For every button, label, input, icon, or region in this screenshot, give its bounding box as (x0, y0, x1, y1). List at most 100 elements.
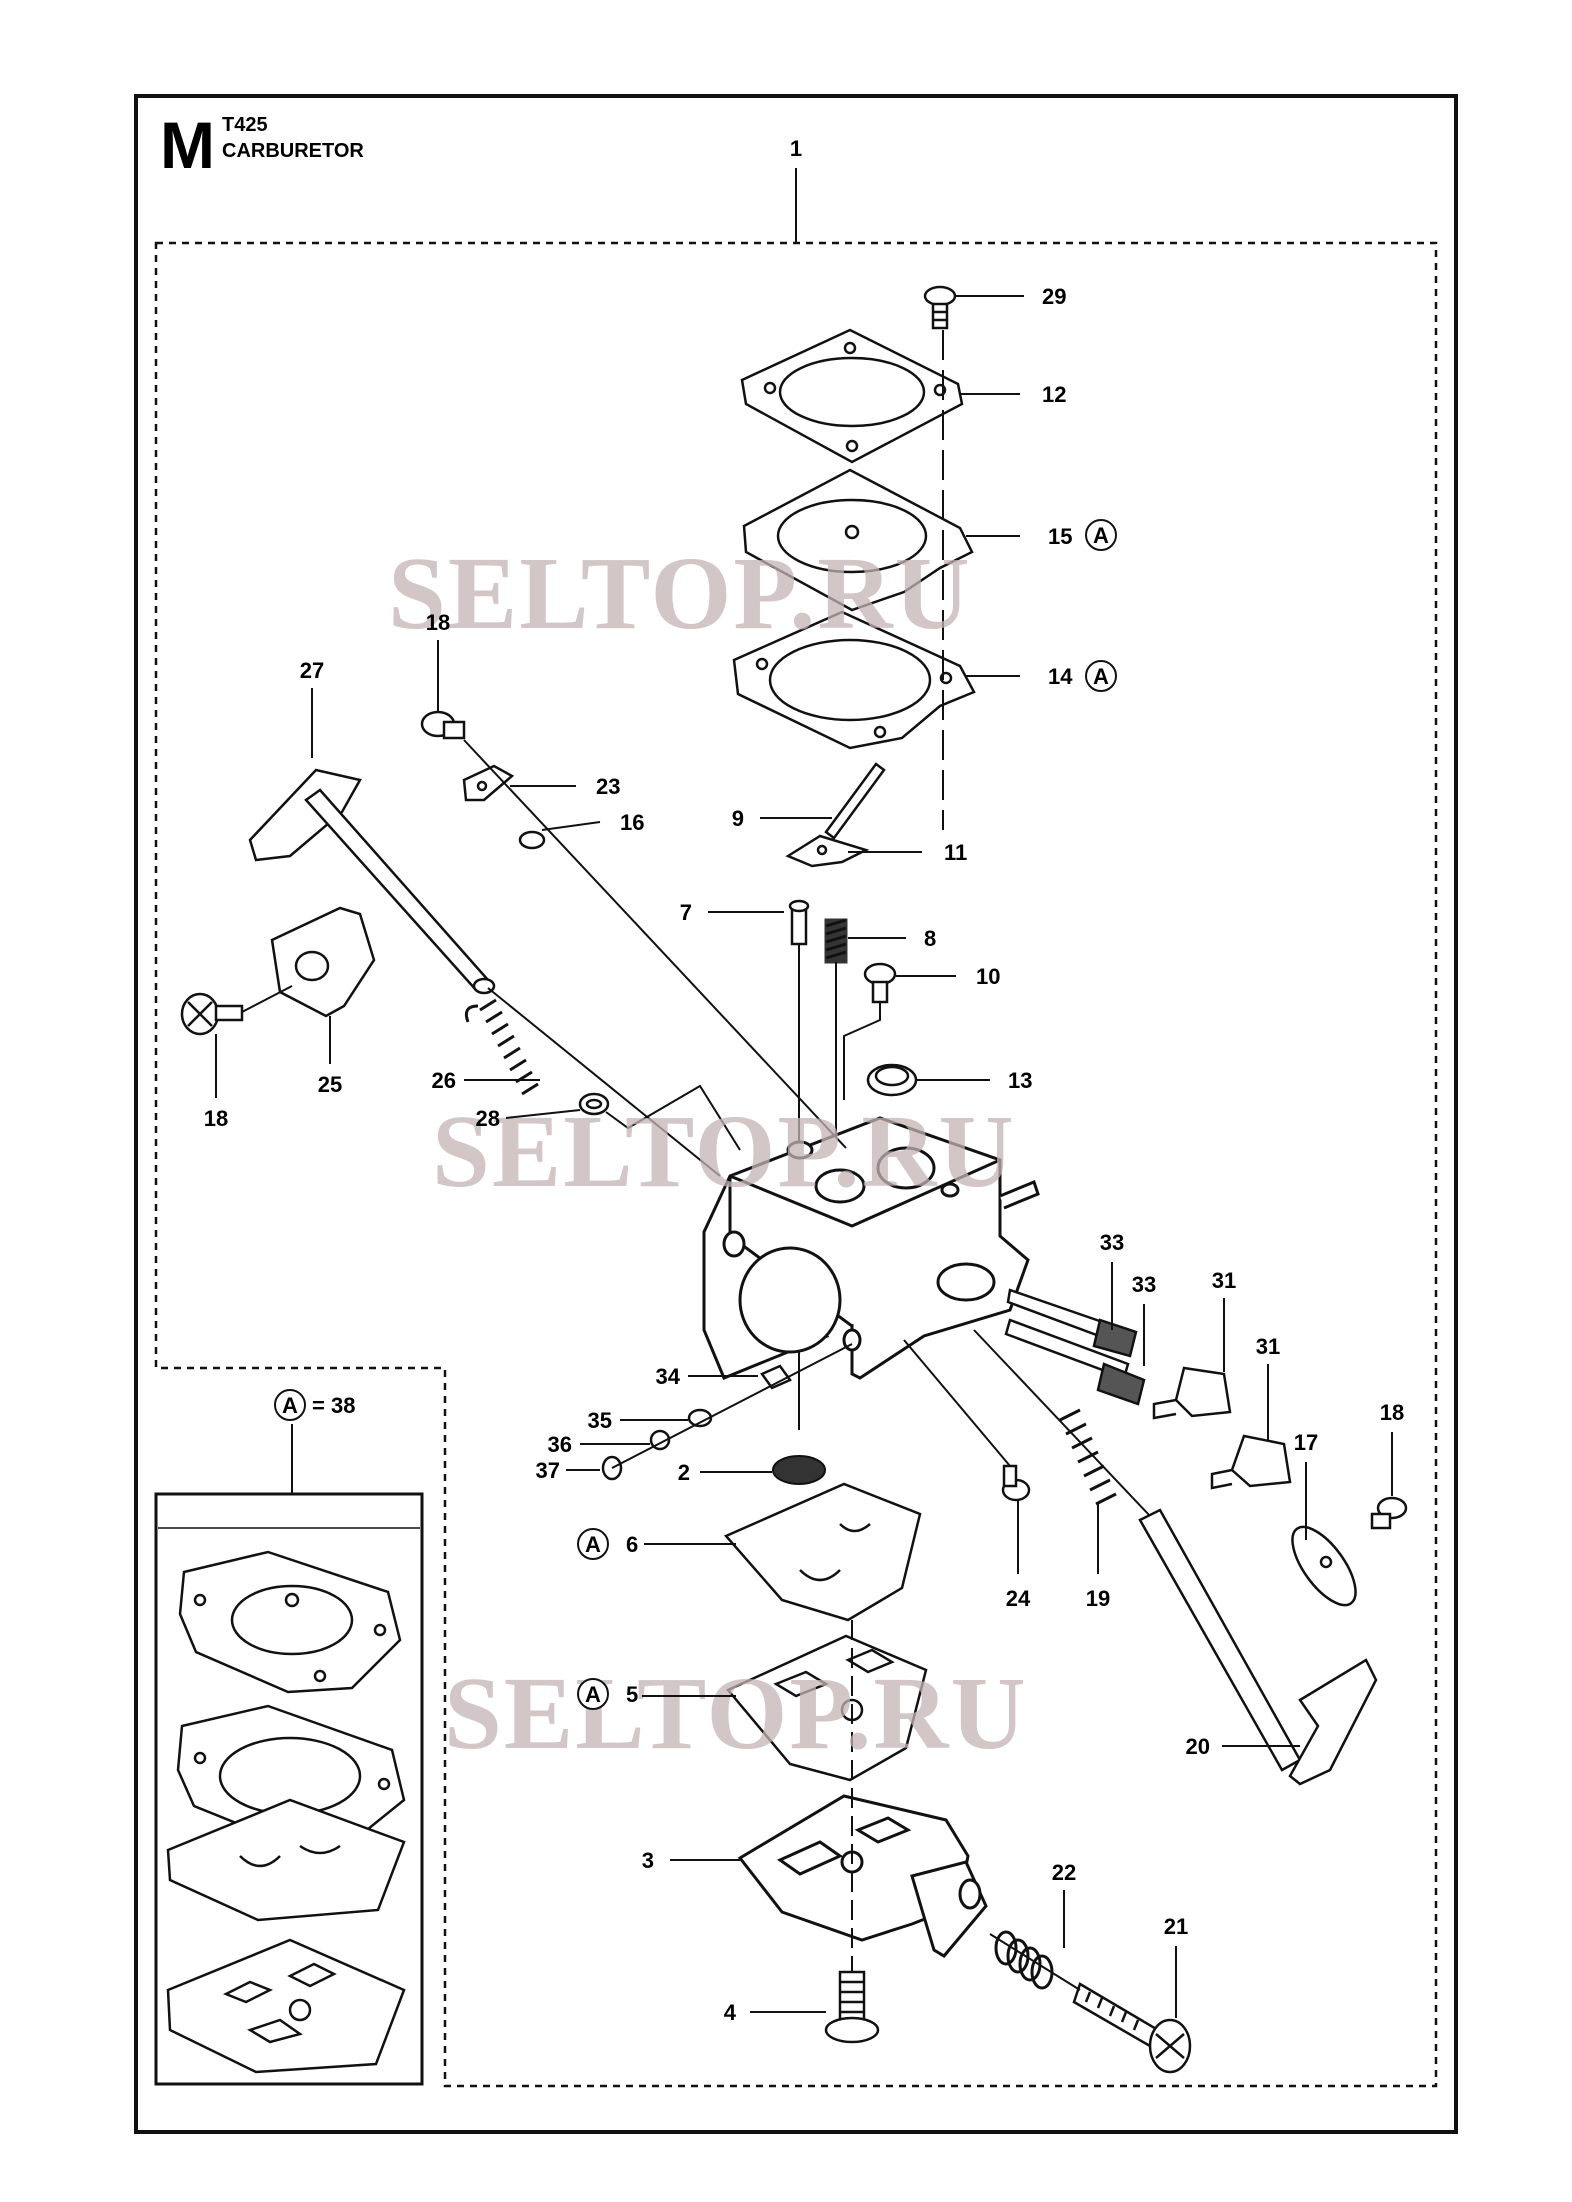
kit-markers (577, 519, 1117, 1710)
page-frame (134, 94, 1458, 2134)
callout-4: 4 (724, 2000, 737, 2025)
callout-28: 28 (476, 1106, 500, 1131)
callout-26: 26 (432, 1068, 456, 1093)
axis-top-screw (463, 739, 847, 1149)
callout-13: 13 (1008, 1068, 1032, 1093)
callout-10: 10 (976, 964, 1000, 989)
part-cover-12 (740, 328, 964, 464)
part-lever-11 (785, 834, 870, 868)
part-throttle-shaft-27 (248, 768, 496, 995)
part-screw-4 (824, 1970, 880, 2044)
part-washer-28 (578, 1092, 610, 1116)
callout-25: 25 (318, 1072, 342, 1097)
callout-12: 12 (1042, 382, 1066, 407)
callout-35: 35 (588, 1408, 612, 1433)
axis-screw-24 (903, 1339, 1011, 1467)
part-needle-33-upper (1006, 1288, 1138, 1358)
callout-19: 19 (1086, 1586, 1110, 1611)
callout-23: 23 (596, 774, 620, 799)
kit-symbol-circle (274, 1389, 306, 1421)
callout-6: 6 (626, 1532, 638, 1557)
part-washer-23 (462, 764, 515, 802)
callout-33-upper: 33 (1100, 1230, 1124, 1255)
leader-lines (215, 295, 1393, 2018)
part-needle-9 (824, 762, 886, 840)
callout-22: 22 (1052, 1860, 1076, 1885)
part-screw-10 (863, 962, 897, 1004)
part-pump-body-3 (737, 1794, 988, 1958)
axis-screw-21 (989, 1933, 1081, 1991)
callout-20: 20 (1186, 1734, 1210, 1759)
part-spring-34 (760, 1364, 792, 1390)
callout-7: 7 (680, 900, 692, 925)
callout-5: 5 (626, 1682, 638, 1707)
callout-3: 3 (642, 1848, 654, 1873)
kit-gasket-drawing (176, 1704, 406, 1846)
part-screw-29 (923, 285, 957, 330)
part-screw-18-top (420, 710, 466, 740)
part-spring-8 (824, 918, 848, 964)
part-spring-26 (464, 998, 539, 1096)
assembly-boundary (154, 241, 1438, 2088)
part-carburetor-body (702, 1116, 1040, 1380)
part-spring-19 (1059, 1408, 1117, 1506)
part-disc-17 (1291, 1525, 1357, 1607)
callout-11: 11 (944, 840, 967, 865)
section-letter: M (160, 108, 215, 182)
part-screw-18-left (180, 992, 244, 1036)
callout-31-lower: 31 (1256, 1334, 1280, 1359)
kit-marker-5: A (585, 1682, 601, 1707)
callout-37: 37 (536, 1458, 560, 1483)
kit-equals-label: = 38 (312, 1393, 355, 1418)
kit-membrane-drawing (166, 1798, 406, 1922)
callout-1: 1 (790, 136, 802, 161)
watermark-bottom: SELTOP.RU (444, 1656, 1028, 1771)
part-seal-35 (687, 1408, 713, 1428)
kit-symbol: A (282, 1393, 298, 1418)
section-title: CARBURETOR (222, 140, 364, 162)
callout-9: 9 (732, 806, 744, 831)
part-gasket-14 (732, 610, 976, 750)
kit-marker-15: A (1093, 523, 1109, 548)
callout-27: 27 (300, 658, 324, 683)
leader-screw-10-path (843, 1002, 881, 1100)
callout-17: 17 (1294, 1430, 1318, 1455)
model-number: T425 (222, 114, 268, 136)
watermark-middle: SELTOP.RU (432, 1094, 1016, 1209)
part-membrane-6 (723, 1482, 922, 1622)
callout-36: 36 (548, 1432, 572, 1457)
part-diaphragm-15 (742, 468, 974, 612)
callout-24: 24 (1006, 1586, 1031, 1611)
callout-8: 8 (924, 926, 936, 951)
part-lever-25 (270, 906, 376, 1018)
part-choke-shaft-20 (1138, 1508, 1378, 1786)
axis-small-parts (611, 1343, 853, 1469)
part-pin-7 (788, 899, 810, 946)
callout-21: 21 (1164, 1914, 1188, 1939)
axis-choke (973, 1329, 1151, 1517)
callout-15: 15 (1048, 524, 1072, 549)
part-cap-31-upper (1152, 1366, 1232, 1420)
kit-plate-gasket-drawing (166, 1938, 406, 2074)
callout-14: 14 (1048, 664, 1073, 689)
axis-shaft (487, 987, 721, 1177)
part-screw-18-right (1370, 1496, 1408, 1530)
part-screw-21 (1072, 1982, 1192, 2074)
part-spring-22 (994, 1930, 1054, 1990)
axis-washer-28 (605, 1084, 741, 1151)
callout-18-left: 18 (204, 1106, 228, 1131)
callout-2: 2 (678, 1460, 690, 1485)
kit-diaphragm-drawing (178, 1550, 402, 1694)
watermark-top: SELTOP.RU (388, 536, 972, 651)
callout-16: 16 (620, 810, 644, 835)
callout-18-right: 18 (1380, 1400, 1404, 1425)
part-filter-2 (772, 1455, 826, 1485)
kit-marker-6: A (585, 1532, 601, 1557)
callout-31-upper: 31 (1212, 1268, 1236, 1293)
part-gasket-5 (725, 1634, 928, 1782)
callout-33-lower: 33 (1132, 1272, 1156, 1297)
part-washer-16 (518, 830, 546, 850)
part-screw-24 (1001, 1464, 1031, 1502)
axis-screw-18-left (241, 985, 293, 1013)
